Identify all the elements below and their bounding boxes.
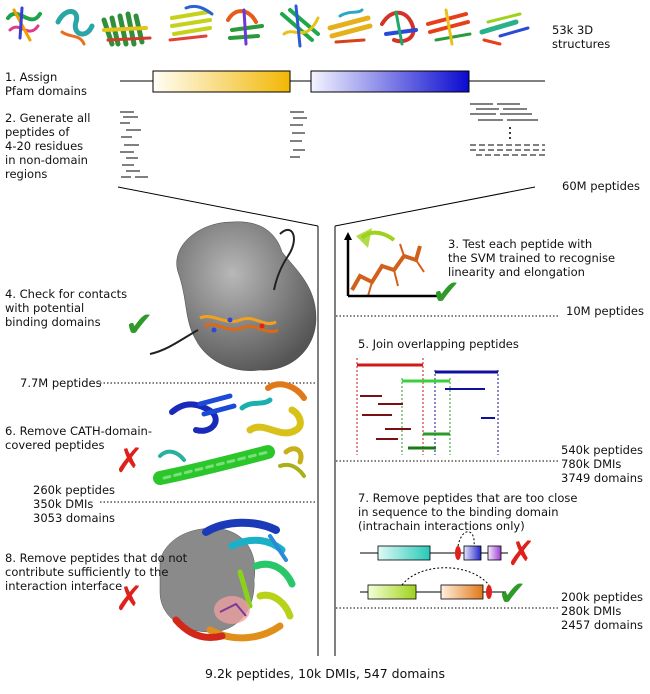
step-7-cross-icon: ✗ xyxy=(507,534,536,574)
non-domain-peptides xyxy=(120,103,545,178)
interaction-interface-structure xyxy=(159,518,296,642)
structure-thumb-6 xyxy=(280,4,320,48)
step-7-text: 7. Remove peptides that are too close in… xyxy=(358,491,578,533)
step-2-count: 60M peptides xyxy=(562,179,640,193)
step-5-text: 5. Join overlapping peptides xyxy=(358,337,519,351)
step-8-cross-icon: ✗ xyxy=(115,579,144,619)
step-5-counts: 540k peptides 780k DMIs 3749 domains xyxy=(561,443,644,485)
final-result: 9.2k peptides, 10k DMIs, 547 domains xyxy=(205,666,445,681)
overlapping-peptides xyxy=(356,358,499,455)
structure-thumb-1 xyxy=(6,6,42,42)
structure-thumb-3 xyxy=(101,11,152,47)
structures-count: 53k 3D structures xyxy=(552,23,611,51)
step-6-counts: 260k peptides 350k DMIs 3053 domains xyxy=(33,483,116,525)
step-7-counts: 200k peptides 280k DMIs 2457 domains xyxy=(561,590,644,632)
structure-thumb-8 xyxy=(380,10,418,46)
intrachain-schematics xyxy=(360,531,508,600)
step-6-text: 6. Remove CATH-domain- covered peptides xyxy=(5,424,152,452)
step-1-text: 1. Assign Pfam domains xyxy=(5,70,87,98)
cath-domain-structure xyxy=(153,381,307,485)
pfam-domain-blue xyxy=(310,70,470,93)
protein-structure-thumbnails xyxy=(6,4,530,48)
dotted-separators xyxy=(100,315,560,609)
pfam-domain-yellow xyxy=(152,70,291,93)
step-7-check-icon: ✔ xyxy=(498,574,527,614)
step-2-text: 2. Generate all peptides of 4-20 residue… xyxy=(5,111,91,181)
sequence-with-pfam-domains xyxy=(120,70,545,93)
funnel-lines xyxy=(117,186,536,656)
ellipsis-dots xyxy=(509,127,511,139)
step-3-count: 10M peptides xyxy=(566,304,644,318)
structure-thumb-7 xyxy=(327,8,373,44)
step-3-check-icon: ✔ xyxy=(432,273,461,313)
structure-thumb-10 xyxy=(479,12,530,46)
structure-thumb-2 xyxy=(55,9,95,46)
structure-thumb-5 xyxy=(226,8,264,46)
step-4-check-icon: ✔ xyxy=(125,305,154,345)
structure-thumb-9 xyxy=(426,8,472,46)
step-6-cross-icon: ✗ xyxy=(115,441,144,481)
step-8-text: 8. Remove peptides that do not contribut… xyxy=(5,551,188,593)
step-3-text: 3. Test each peptide with the SVM traine… xyxy=(448,237,616,279)
svm-peptide-illustration xyxy=(344,228,446,300)
step-4-count: 7.7M peptides xyxy=(20,376,102,390)
step-4-text: 4. Check for contacts with potential bin… xyxy=(5,287,128,329)
structure-thumb-4 xyxy=(168,4,214,42)
binding-domain-surface xyxy=(149,221,317,371)
